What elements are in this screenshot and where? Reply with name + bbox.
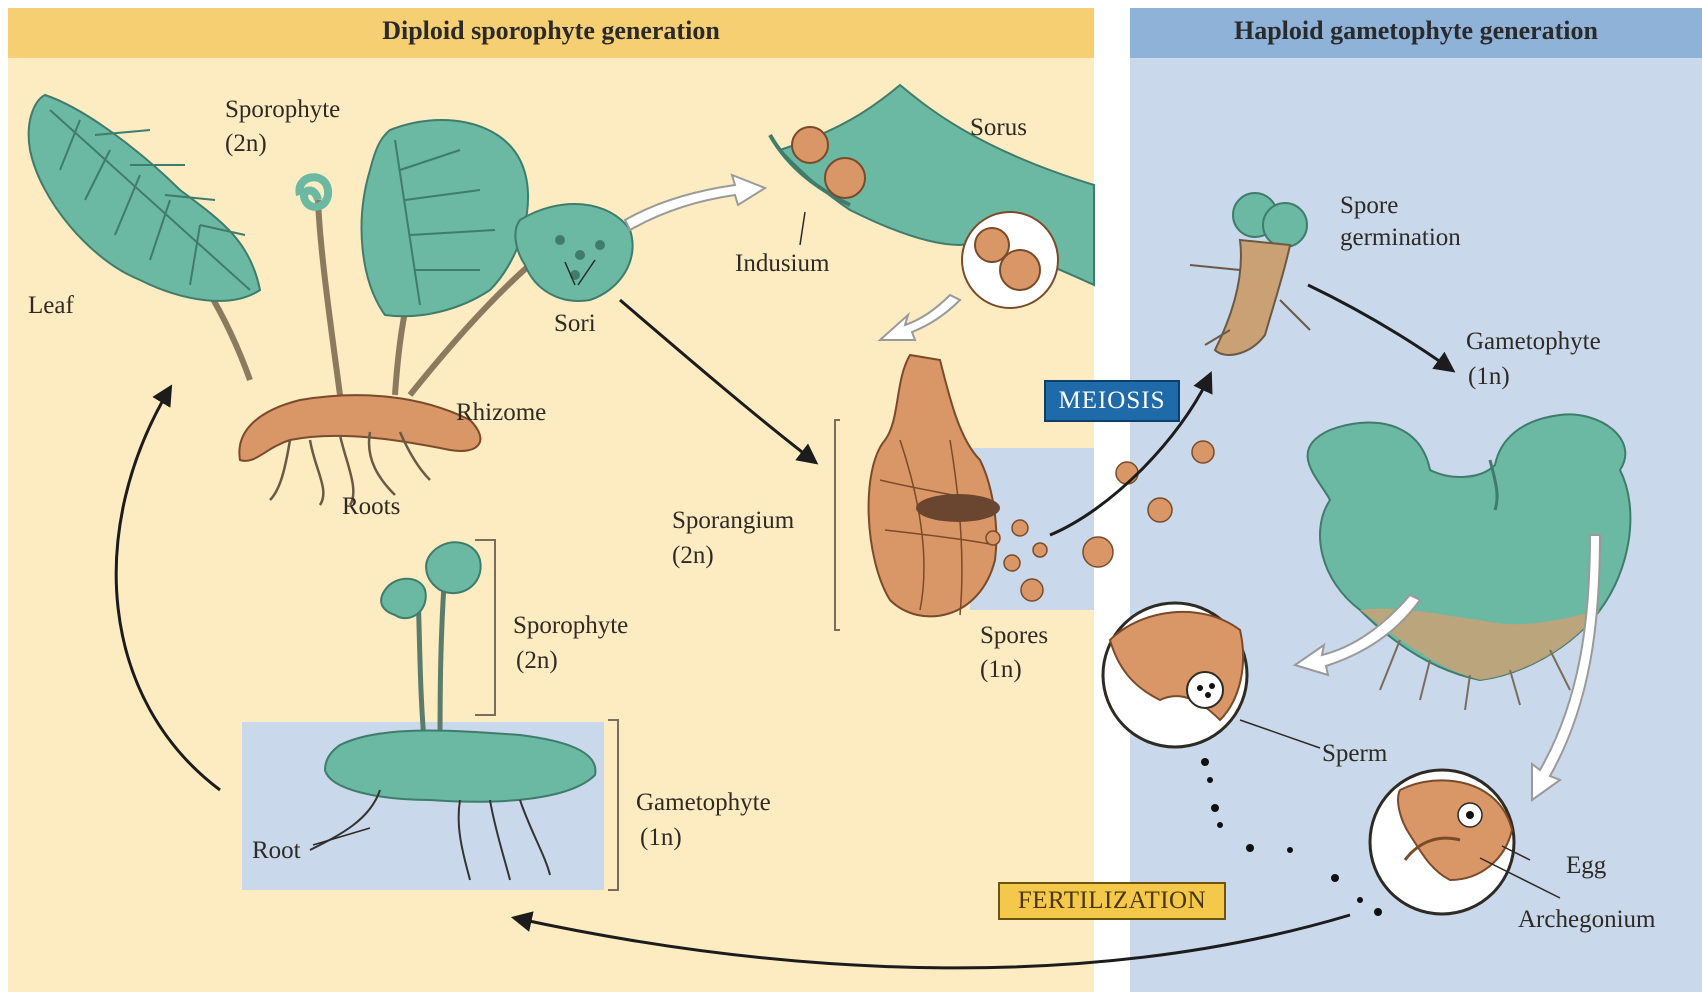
- label-root: Root: [252, 835, 301, 866]
- label-roots: Roots: [342, 491, 400, 522]
- meiosis-tag: MEIOSIS: [1044, 380, 1180, 422]
- label-gametophyte-bottom-ploidy: (1n): [640, 822, 682, 853]
- haploid-header: Haploid gametophyte generation: [1130, 16, 1702, 46]
- antheridium-detail: [1103, 603, 1247, 747]
- diploid-header: Diploid sporophyte generation: [8, 16, 1094, 46]
- label-rhizome: Rhizome: [456, 397, 546, 428]
- label-sporophyte-young-ploidy: (2n): [516, 645, 558, 676]
- archegonium-detail: [1370, 770, 1514, 914]
- label-sorus: Sorus: [970, 112, 1027, 143]
- label-indusium: Indusium: [735, 248, 829, 279]
- label-spores-ploidy: (1n): [980, 654, 1022, 685]
- label-gametophyte-right-ploidy: (1n): [1468, 361, 1510, 392]
- fertilization-tag: FERTILIZATION: [998, 882, 1226, 920]
- label-gametophyte-right: Gametophyte: [1466, 326, 1601, 357]
- label-sperm: Sperm: [1322, 738, 1387, 769]
- label-spores: Spores: [980, 620, 1048, 651]
- label-egg: Egg: [1566, 850, 1606, 881]
- label-leaf: Leaf: [28, 290, 74, 321]
- label-sori: Sori: [554, 308, 596, 339]
- label-spore-germination-line1: Spore: [1340, 190, 1398, 221]
- label-sporangium: Sporangium: [672, 505, 794, 536]
- label-archegonium: Archegonium: [1518, 904, 1655, 935]
- label-sporophyte-top: Sporophyte: [225, 94, 340, 125]
- label-sporangium-ploidy: (2n): [672, 540, 714, 571]
- label-sporophyte-young: Sporophyte: [513, 610, 628, 641]
- label-gametophyte-bottom: Gametophyte: [636, 787, 771, 818]
- label-spore-germination-line2: germination: [1340, 222, 1461, 253]
- label-sporophyte-top-ploidy: (2n): [225, 128, 267, 159]
